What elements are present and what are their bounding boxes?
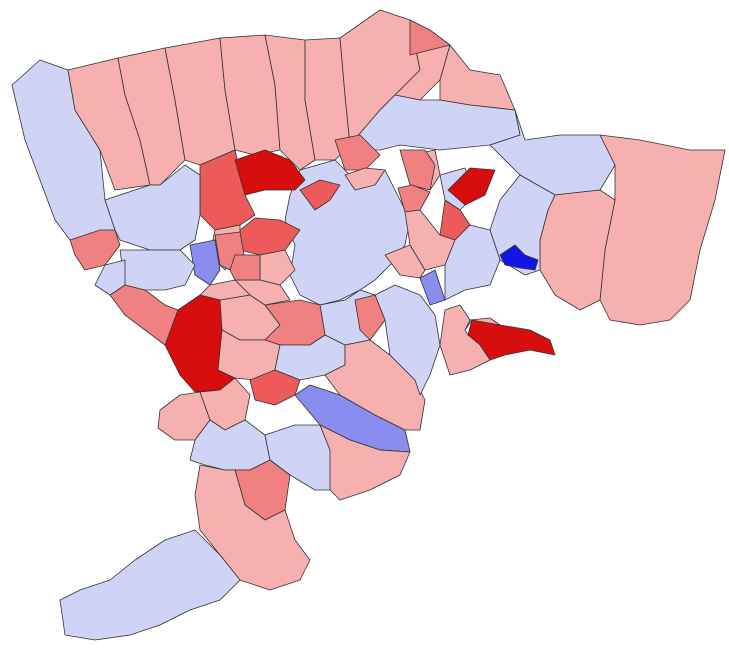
map-region-r49 xyxy=(439,304,491,376)
map-region-r59 xyxy=(59,529,241,641)
map-region-r68 xyxy=(444,224,501,301)
map-region-r66 xyxy=(229,254,261,281)
map-region-r17 xyxy=(489,174,556,276)
map-region-r55 xyxy=(319,424,411,501)
map-region-r19 xyxy=(234,149,306,196)
map-region-r15 xyxy=(599,134,726,326)
map-region-r28 xyxy=(499,244,539,271)
map-region-r47 xyxy=(324,339,426,431)
map-region-r34 xyxy=(447,167,496,206)
map-region-r36 xyxy=(399,149,436,191)
map-region-r57 xyxy=(249,369,301,406)
map-region-r22 xyxy=(69,229,121,271)
map-region-r32 xyxy=(384,244,426,279)
map-region-r62 xyxy=(119,249,196,291)
map-region-r24 xyxy=(109,284,179,346)
map-region-r27 xyxy=(189,239,221,286)
map-region-r11 xyxy=(439,44,516,111)
map-region-r18 xyxy=(199,149,256,231)
map-region-r21 xyxy=(104,164,201,251)
map-region-r38 xyxy=(344,167,386,191)
map-region-r37 xyxy=(334,134,381,171)
map-region-r65 xyxy=(199,279,251,301)
map-region-r61 xyxy=(259,249,296,286)
map-region-r63 xyxy=(94,259,126,296)
map-region-r39 xyxy=(397,184,431,213)
map-region-r20 xyxy=(299,179,341,211)
map-region-r58 xyxy=(194,464,311,591)
map-region-r50 xyxy=(354,294,386,341)
map-region-r48 xyxy=(374,284,441,396)
